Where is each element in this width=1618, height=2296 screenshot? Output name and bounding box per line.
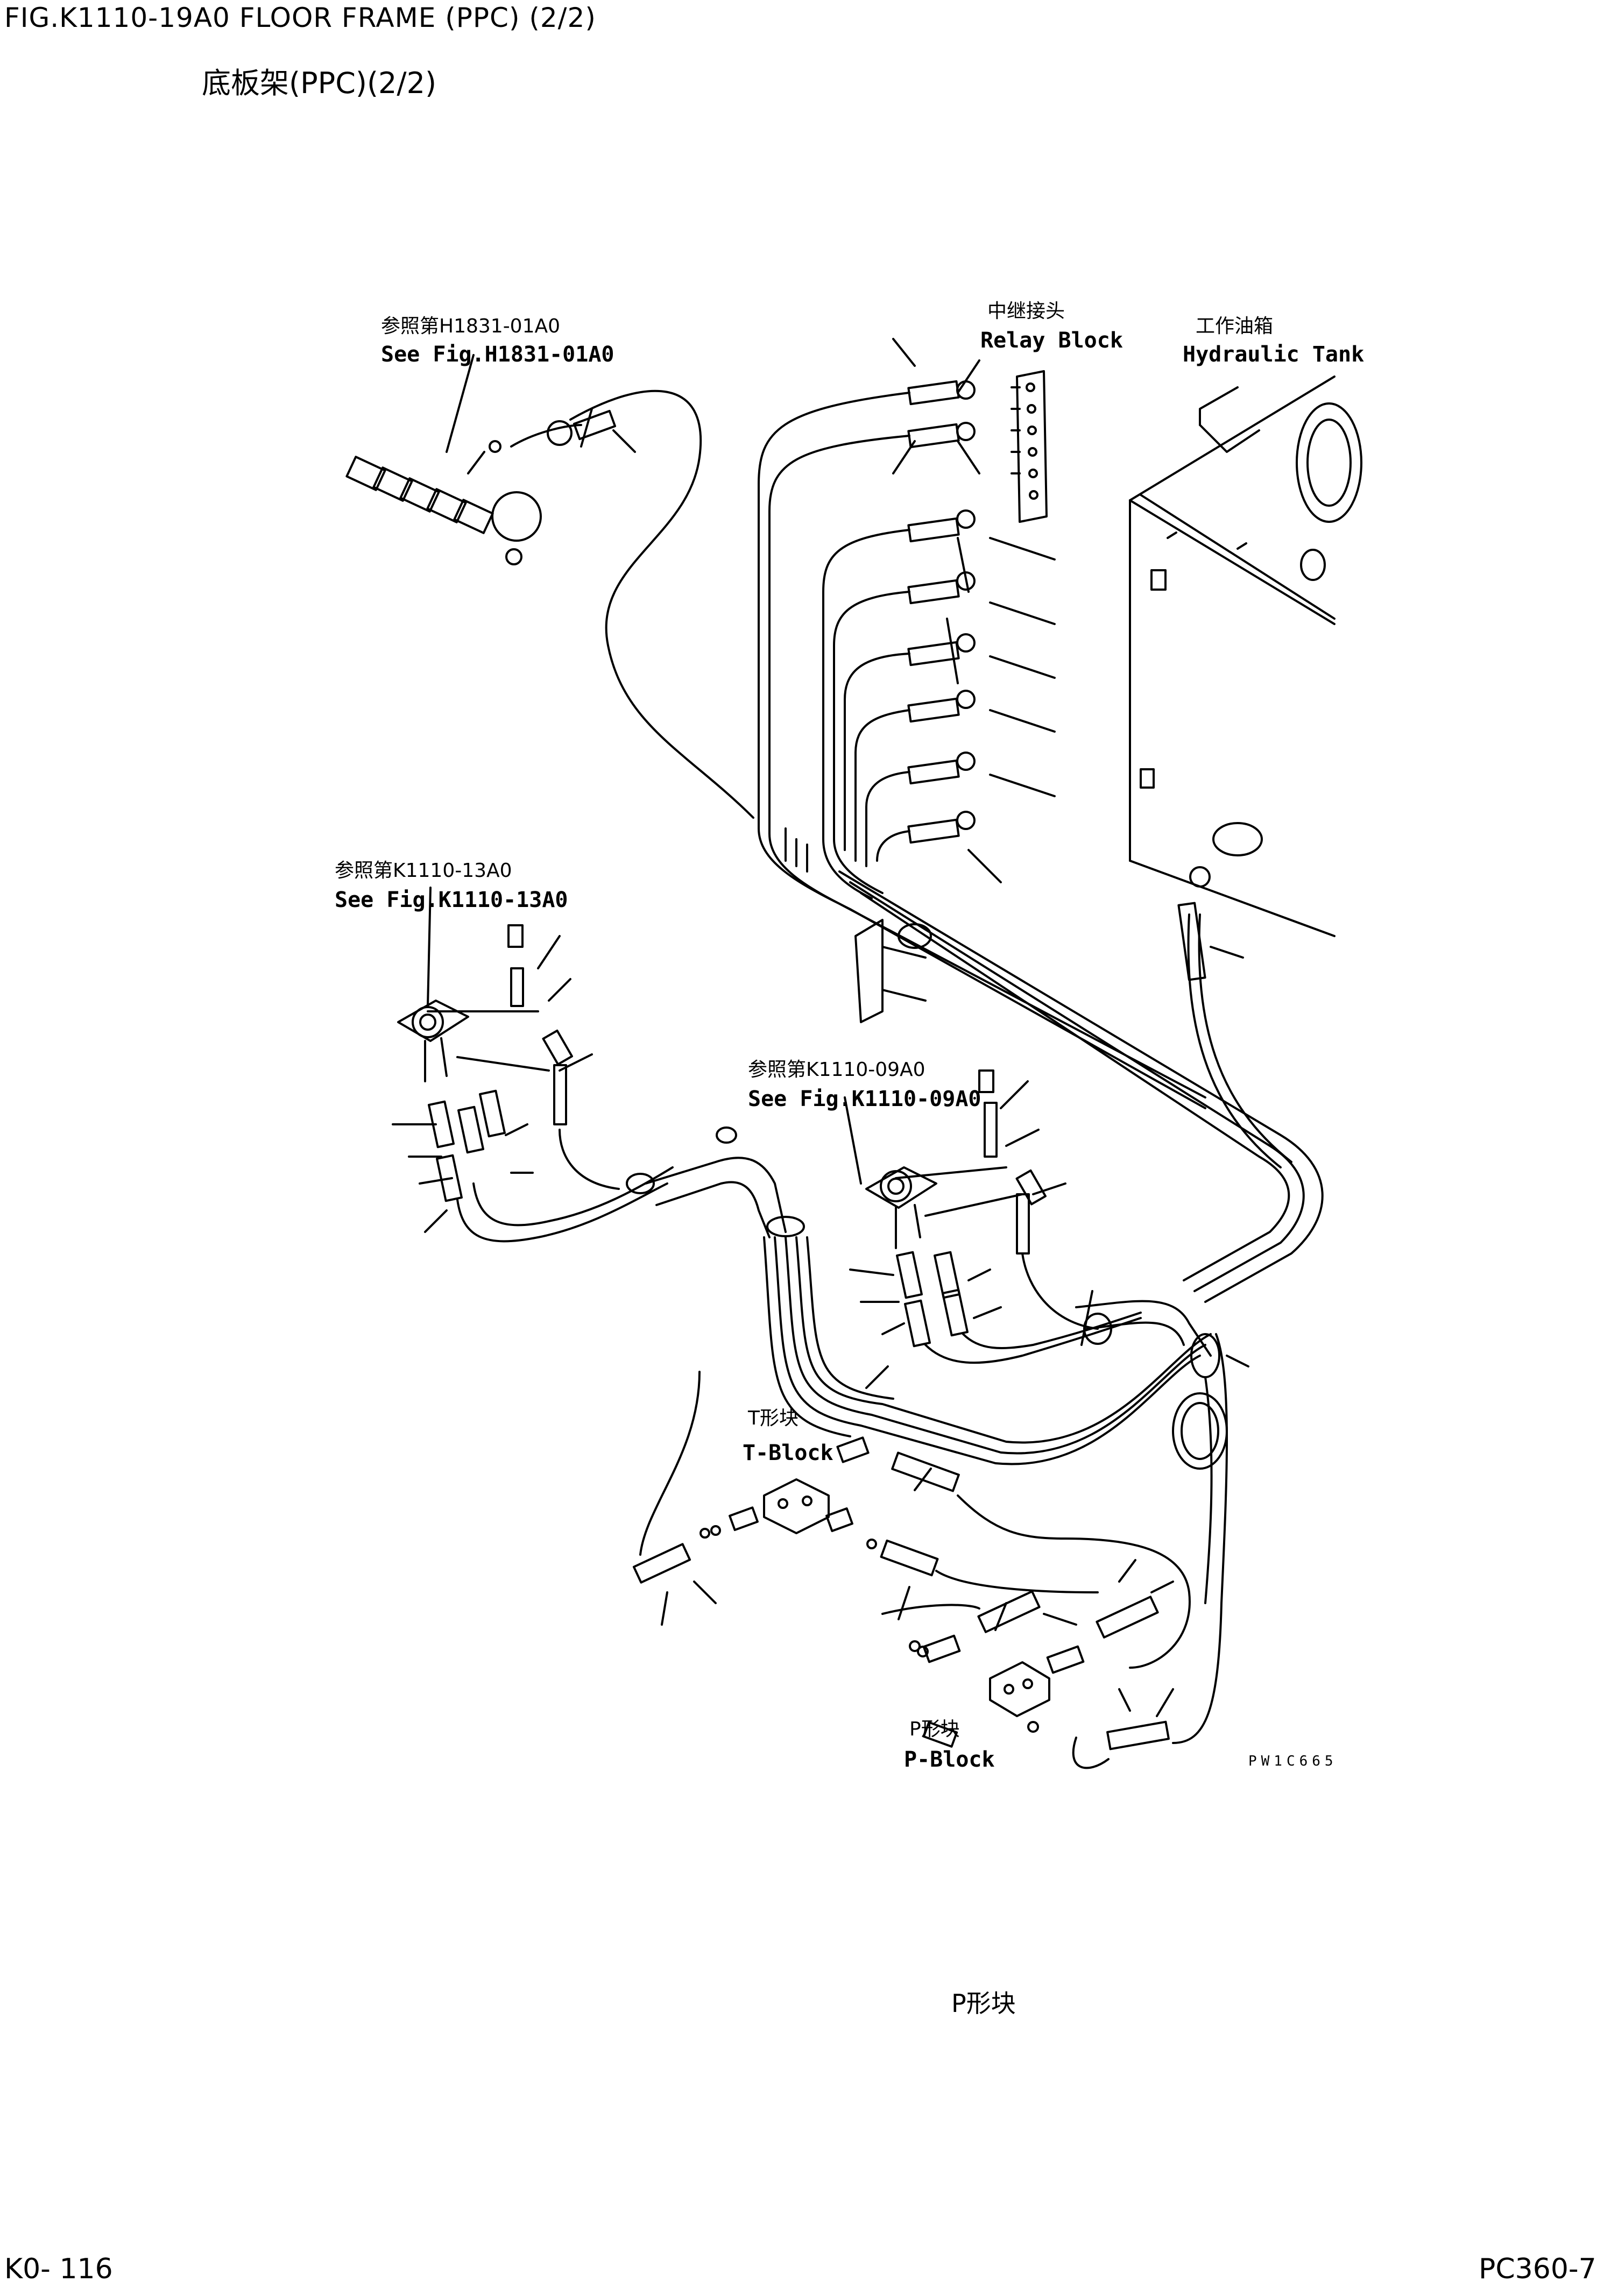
hydraulic-tank-cn-label: 工作油箱 [1196,315,1273,337]
ref-h1831-cn-label: 参照第H1831-01A0 [381,315,560,337]
hydraulic-tank [1129,375,1362,937]
ref-h1831-en-label: See Fig.H1831-01A0 [381,342,614,367]
frame-hose-run [838,870,1324,1744]
ppc-valve-right [865,1069,1047,1348]
hydraulic-tank-en-label: Hydraulic Tank [1183,342,1364,367]
relay-block-en-label: Relay Block [980,328,1123,353]
support-bracket [854,919,932,1023]
ppc-valve-left [397,924,573,1202]
hose-bundle-lower [763,1236,1212,1465]
ref-k1110-13-cn-label: 参照第K1110-13A0 [335,860,512,882]
t-block-cn-label: T形块 [747,1407,799,1429]
ref-k1110-09-cn-label: 参照第K1110-09A0 [748,1059,925,1081]
hose-left-ppc [456,1126,805,1243]
leader-lines [392,338,1249,1717]
p-block-cn-label: P形块 [909,1718,960,1740]
valve-assembly-h1831 [345,409,617,565]
hose-bundle-relay [758,392,1206,1109]
p-block-caption: P形块 [951,1989,1016,2018]
drawing-code: PW1C665 [1248,1753,1338,1769]
figure-subtitle: 底板架(PPC)(2/2) [202,66,437,100]
t-block [632,1371,1191,1669]
hose-h1831 [510,389,754,819]
p-block [881,1590,1170,1769]
model-number: PC360-7 [1479,2253,1596,2285]
relay-block-cn-label: 中继接头 [987,300,1065,322]
t-block-en-label: T-Block [743,1441,833,1465]
relay-hose-fittings [907,380,976,844]
tank-return-hose [1177,866,1211,981]
ref-k1110-13-en-label: See Fig.K1110-13A0 [335,888,568,912]
hose-right-ppc [924,1252,1228,1470]
p-block-en-label: P-Block [904,1747,995,1772]
figure-title: FIG.K1110-19A0 FLOOR FRAME (PPC) (2/2) [4,2,596,33]
ref-k1110-09-en-label: See Fig.K1110-09A0 [748,1087,981,1111]
relay-block [1011,370,1048,523]
page-number: K0- 116 [4,2253,113,2285]
